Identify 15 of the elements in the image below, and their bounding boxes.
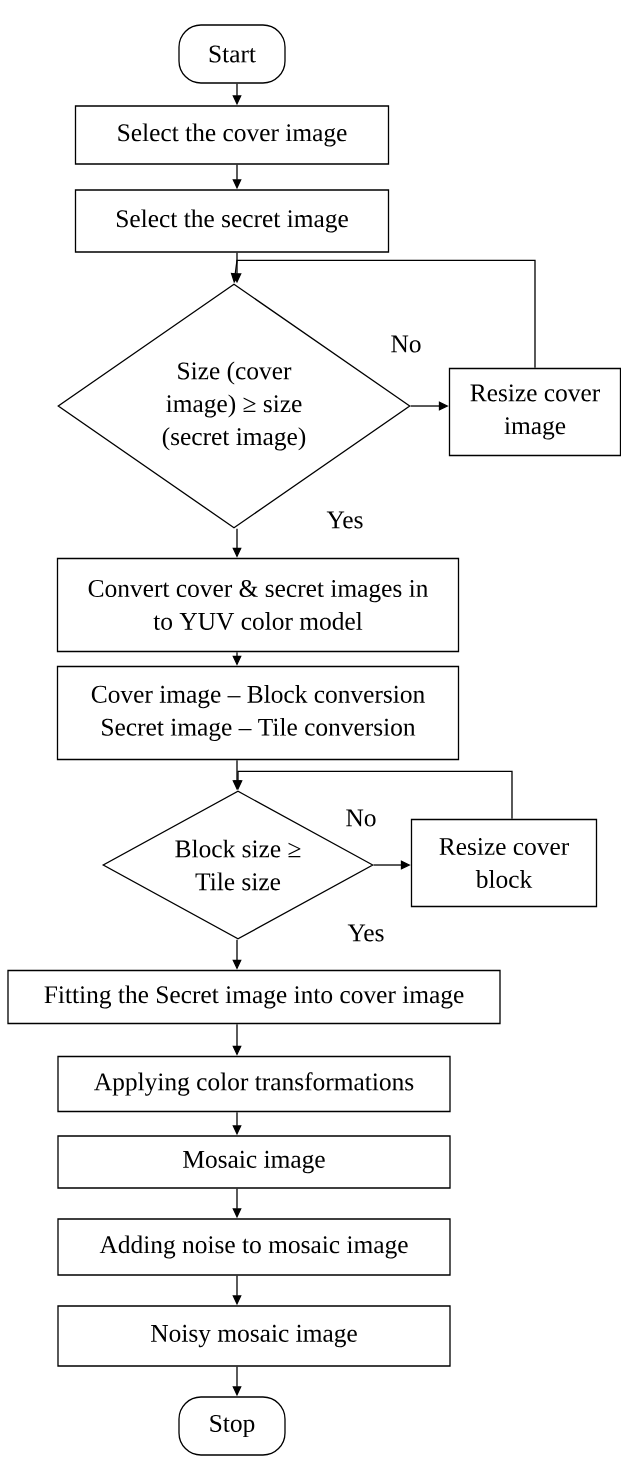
process-box: Applying color transformations	[57, 1055, 451, 1113]
process-box: Convert cover & secret images in to YUV color model	[56, 557, 460, 653]
process-box: Fitting the Secret image into cover image	[7, 969, 501, 1025]
process-box: Resize cover image	[448, 367, 621, 457]
process-box: Noisy mosaic image	[57, 1305, 451, 1367]
edge-label: No	[344, 808, 378, 828]
arrow	[230, 259, 536, 369]
process-box: Mosaic image	[57, 1135, 451, 1189]
process-box: Cover image – Block conversion Secret image – Tile conversion	[56, 665, 460, 761]
process-box: Adding noise to mosaic image	[57, 1218, 451, 1276]
edge-label: Yes	[325, 510, 365, 530]
process-box: Resize cover block	[410, 818, 598, 908]
process-box: Select the cover image	[74, 105, 390, 165]
process-box: Select the secret image	[74, 189, 390, 253]
arrow	[233, 770, 513, 820]
